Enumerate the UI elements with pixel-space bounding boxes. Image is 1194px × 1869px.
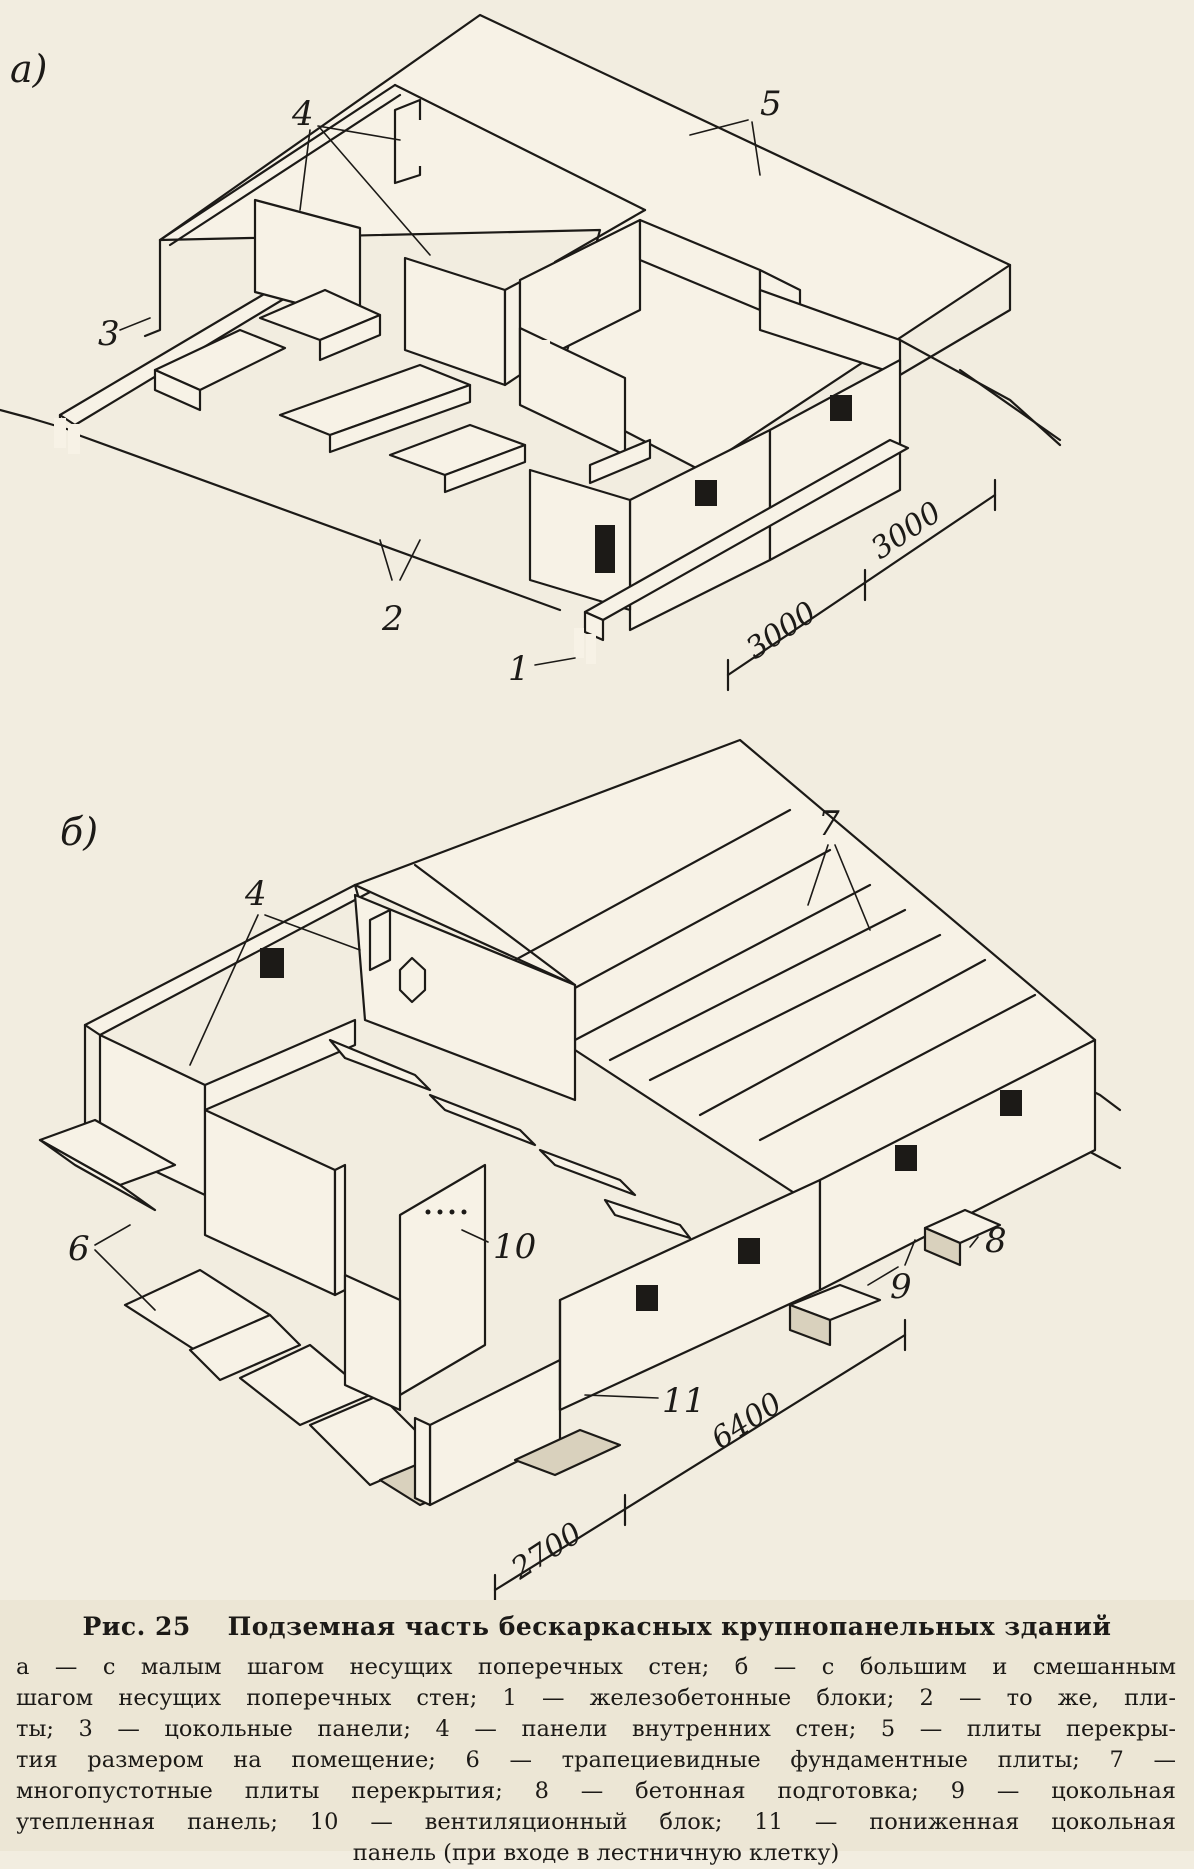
caption-line: панель (при входе в лестничную клетку) — [352, 1840, 840, 1866]
callout-b-9: 9 — [890, 1267, 912, 1307]
caption-title-row: Рис. 25 Подземная часть бескаркасных кру… — [0, 1612, 1194, 1641]
caption-title: Подземная часть бескаркасных крупнопанел… — [227, 1612, 1112, 1641]
callout-b-4: 4 — [244, 874, 267, 914]
callout-a-5: 5 — [760, 84, 782, 124]
dimension-a-1: 3000 — [740, 595, 823, 667]
callout-b-6: 6 — [68, 1229, 90, 1269]
callout-a-2: 2 — [381, 599, 404, 639]
caption-legend: а — с малым шагом несущих поперечных сте… — [16, 1652, 1176, 1869]
panel-b-drawing: б) — [38, 738, 1122, 1600]
caption-line: а — с малым шагом несущих поперечных сте… — [16, 1654, 1176, 1680]
caption-number: Рис. 25 — [82, 1612, 191, 1641]
panel-b-label: б) — [60, 810, 98, 854]
caption-line: многопустотные плиты перекрытия; 8 — бет… — [16, 1778, 1176, 1804]
callout-b-8: 8 — [985, 1221, 1007, 1261]
dimension-b-1: 2700 — [504, 1516, 588, 1587]
dimension-b-2: 6400 — [705, 1386, 788, 1457]
callout-b-10: 10 — [493, 1227, 536, 1267]
figure-caption: Рис. 25 Подземная часть бескаркасных кру… — [0, 1600, 1194, 1866]
caption-line: ты; 3 — цокольные панели; 4 — панели вну… — [16, 1716, 1176, 1742]
callout-a-1: 1 — [508, 649, 530, 689]
callout-a-3: 3 — [98, 314, 120, 354]
panel-a-drawing: а) — [0, 13, 1062, 692]
callout-b-7: 7 — [818, 804, 840, 844]
caption-line: тия размером на помещение; 6 — трапециев… — [16, 1747, 1176, 1773]
caption-line: шагом несущих поперечных стен; 1 — желез… — [16, 1685, 1176, 1711]
panel-a-label: а) — [10, 47, 47, 91]
callout-a-4: 4 — [291, 94, 314, 134]
caption-line: утепленная панель; 10 — вентиляционный б… — [16, 1809, 1176, 1835]
foundation-diagram: а) — [0, 13, 1122, 1600]
callout-b-11: 11 — [662, 1381, 705, 1421]
